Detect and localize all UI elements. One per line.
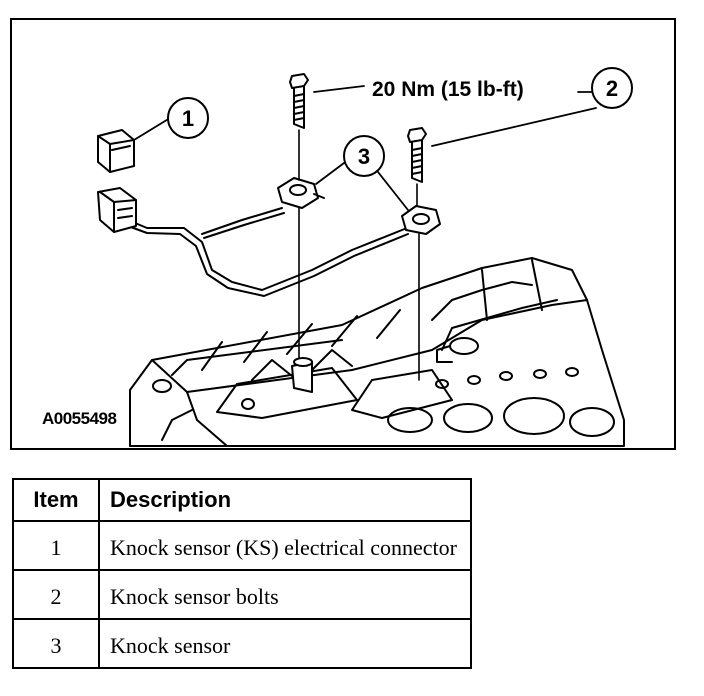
row-item-number: 1 (12, 520, 100, 571)
row-description: Knock sensor (KS) electrical connector (98, 520, 472, 571)
row-description: Knock sensor (98, 618, 472, 669)
figure-frame: 1 2 3 20 Nm (15 lb-ft) A0055498 (10, 18, 676, 450)
harness-wire-drawing (127, 207, 409, 297)
row-item-number: 3 (12, 618, 100, 669)
table-row: 2 Knock sensor bolts (12, 569, 472, 620)
callout-circle-1 (167, 97, 209, 139)
connector-drawing (97, 129, 137, 233)
knock-sensor-illustration: 1 2 3 20 Nm (15 lb-ft) A0055498 (42, 67, 633, 447)
header-description: Description (98, 478, 472, 522)
legend-header-row: Item Description (12, 478, 472, 522)
callout-label-3: 3 (358, 144, 370, 169)
callout-label-2: 2 (606, 76, 618, 101)
engine-block-drawing (129, 257, 625, 447)
header-item: Item (12, 478, 100, 522)
table-row: 1 Knock sensor (KS) electrical connector (12, 520, 472, 571)
figure-reference-code: A0055498 (42, 409, 117, 428)
row-item-number: 2 (12, 569, 100, 620)
callout-circle-3 (343, 135, 385, 177)
callout-label-1: 1 (182, 106, 194, 131)
torque-spec-label: 20 Nm (15 lb-ft) (372, 78, 524, 101)
bolt-drawing (289, 73, 427, 183)
leader-lines (133, 85, 597, 211)
installation-lines (298, 129, 420, 381)
row-description: Knock sensor bolts (98, 569, 472, 620)
table-row: 3 Knock sensor (12, 618, 472, 669)
knock-sensor-drawing (277, 177, 441, 235)
legend-table: Item Description 1 Knock sensor (KS) ele… (12, 478, 472, 669)
callout-circle-2 (591, 67, 633, 109)
